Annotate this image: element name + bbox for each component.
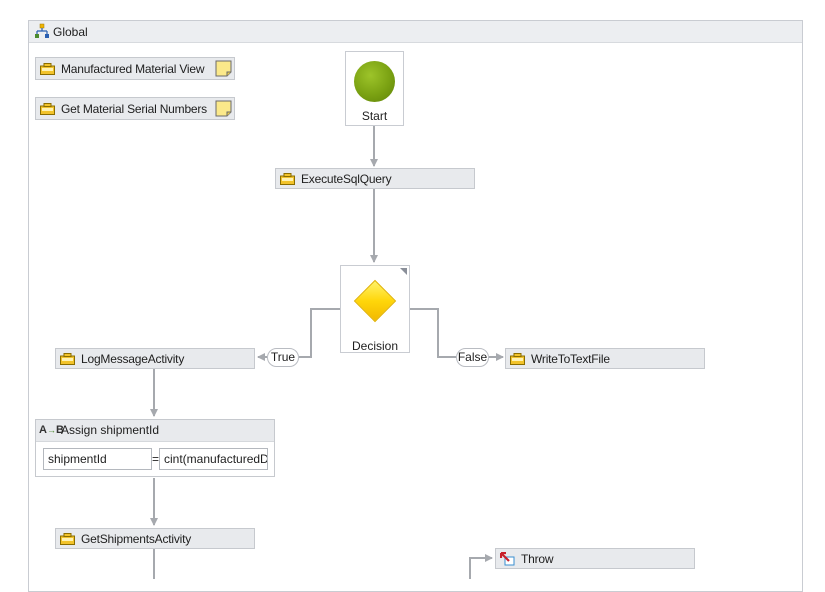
- activity-throw[interactable]: Throw: [495, 548, 695, 569]
- annotation-note-icon[interactable]: [215, 60, 232, 77]
- connector-lines: [150, 126, 504, 579]
- activity-icon: [40, 63, 55, 75]
- decision-node[interactable]: Decision: [340, 265, 410, 353]
- assign-to-field[interactable]: shipmentId: [43, 448, 152, 470]
- start-circle-icon: [354, 61, 395, 102]
- throw-icon: [500, 552, 515, 566]
- assign-title: Assign shipmentId: [61, 423, 160, 437]
- activity-label: Throw: [521, 552, 554, 566]
- note-label: Get Material Serial Numbers St: [61, 102, 207, 116]
- activity-write-to-text-file[interactable]: WriteToTextFile: [505, 348, 705, 369]
- note-label: Manufactured Material View: [61, 62, 205, 76]
- expand-corner-icon: [400, 268, 407, 275]
- panel-header[interactable]: Global: [29, 21, 802, 43]
- connector-decision-true: [299, 308, 340, 358]
- note-get-material-serial-numbers[interactable]: Get Material Serial Numbers St: [35, 97, 235, 120]
- false-branch-label[interactable]: False: [456, 348, 489, 367]
- activity-execute-sql-query[interactable]: ExecuteSqlQuery: [275, 168, 475, 189]
- activity-log-message[interactable]: LogMessageActivity: [55, 348, 255, 369]
- activity-label: LogMessageActivity: [81, 352, 185, 366]
- activity-label: ExecuteSqlQuery: [301, 172, 392, 186]
- activity-icon: [40, 103, 55, 115]
- decision-label: Decision: [351, 339, 399, 353]
- assign-icon: A→B: [39, 424, 64, 436]
- decision-diamond-icon: [353, 279, 397, 323]
- activity-icon: [510, 353, 525, 365]
- assign-header[interactable]: A→B Assign shipmentId: [36, 420, 274, 442]
- start-label: Start: [361, 109, 388, 123]
- assign-equals-sign: =: [152, 452, 160, 466]
- activity-assign-shipment-id[interactable]: A→B Assign shipmentId shipmentId = cint(…: [35, 419, 275, 477]
- note-manufactured-material-view[interactable]: Manufactured Material View: [35, 57, 235, 80]
- activity-label: GetShipmentsActivity: [81, 532, 192, 546]
- activity-icon: [60, 353, 75, 365]
- annotation-note-icon[interactable]: [215, 100, 232, 117]
- panel-title: Global: [53, 25, 88, 39]
- activity-label: WriteToTextFile: [531, 352, 610, 366]
- activity-icon: [280, 173, 295, 185]
- activity-get-shipments[interactable]: GetShipmentsActivity: [55, 528, 255, 549]
- assign-value-field[interactable]: cint(manufacturedDa: [159, 448, 268, 470]
- activity-icon: [60, 533, 75, 545]
- start-node[interactable]: Start: [345, 51, 404, 126]
- true-branch-label[interactable]: True: [267, 348, 299, 367]
- connector-to-throw: [469, 554, 493, 579]
- flowchart-icon: [35, 23, 49, 38]
- connector-decision-false: [410, 308, 456, 358]
